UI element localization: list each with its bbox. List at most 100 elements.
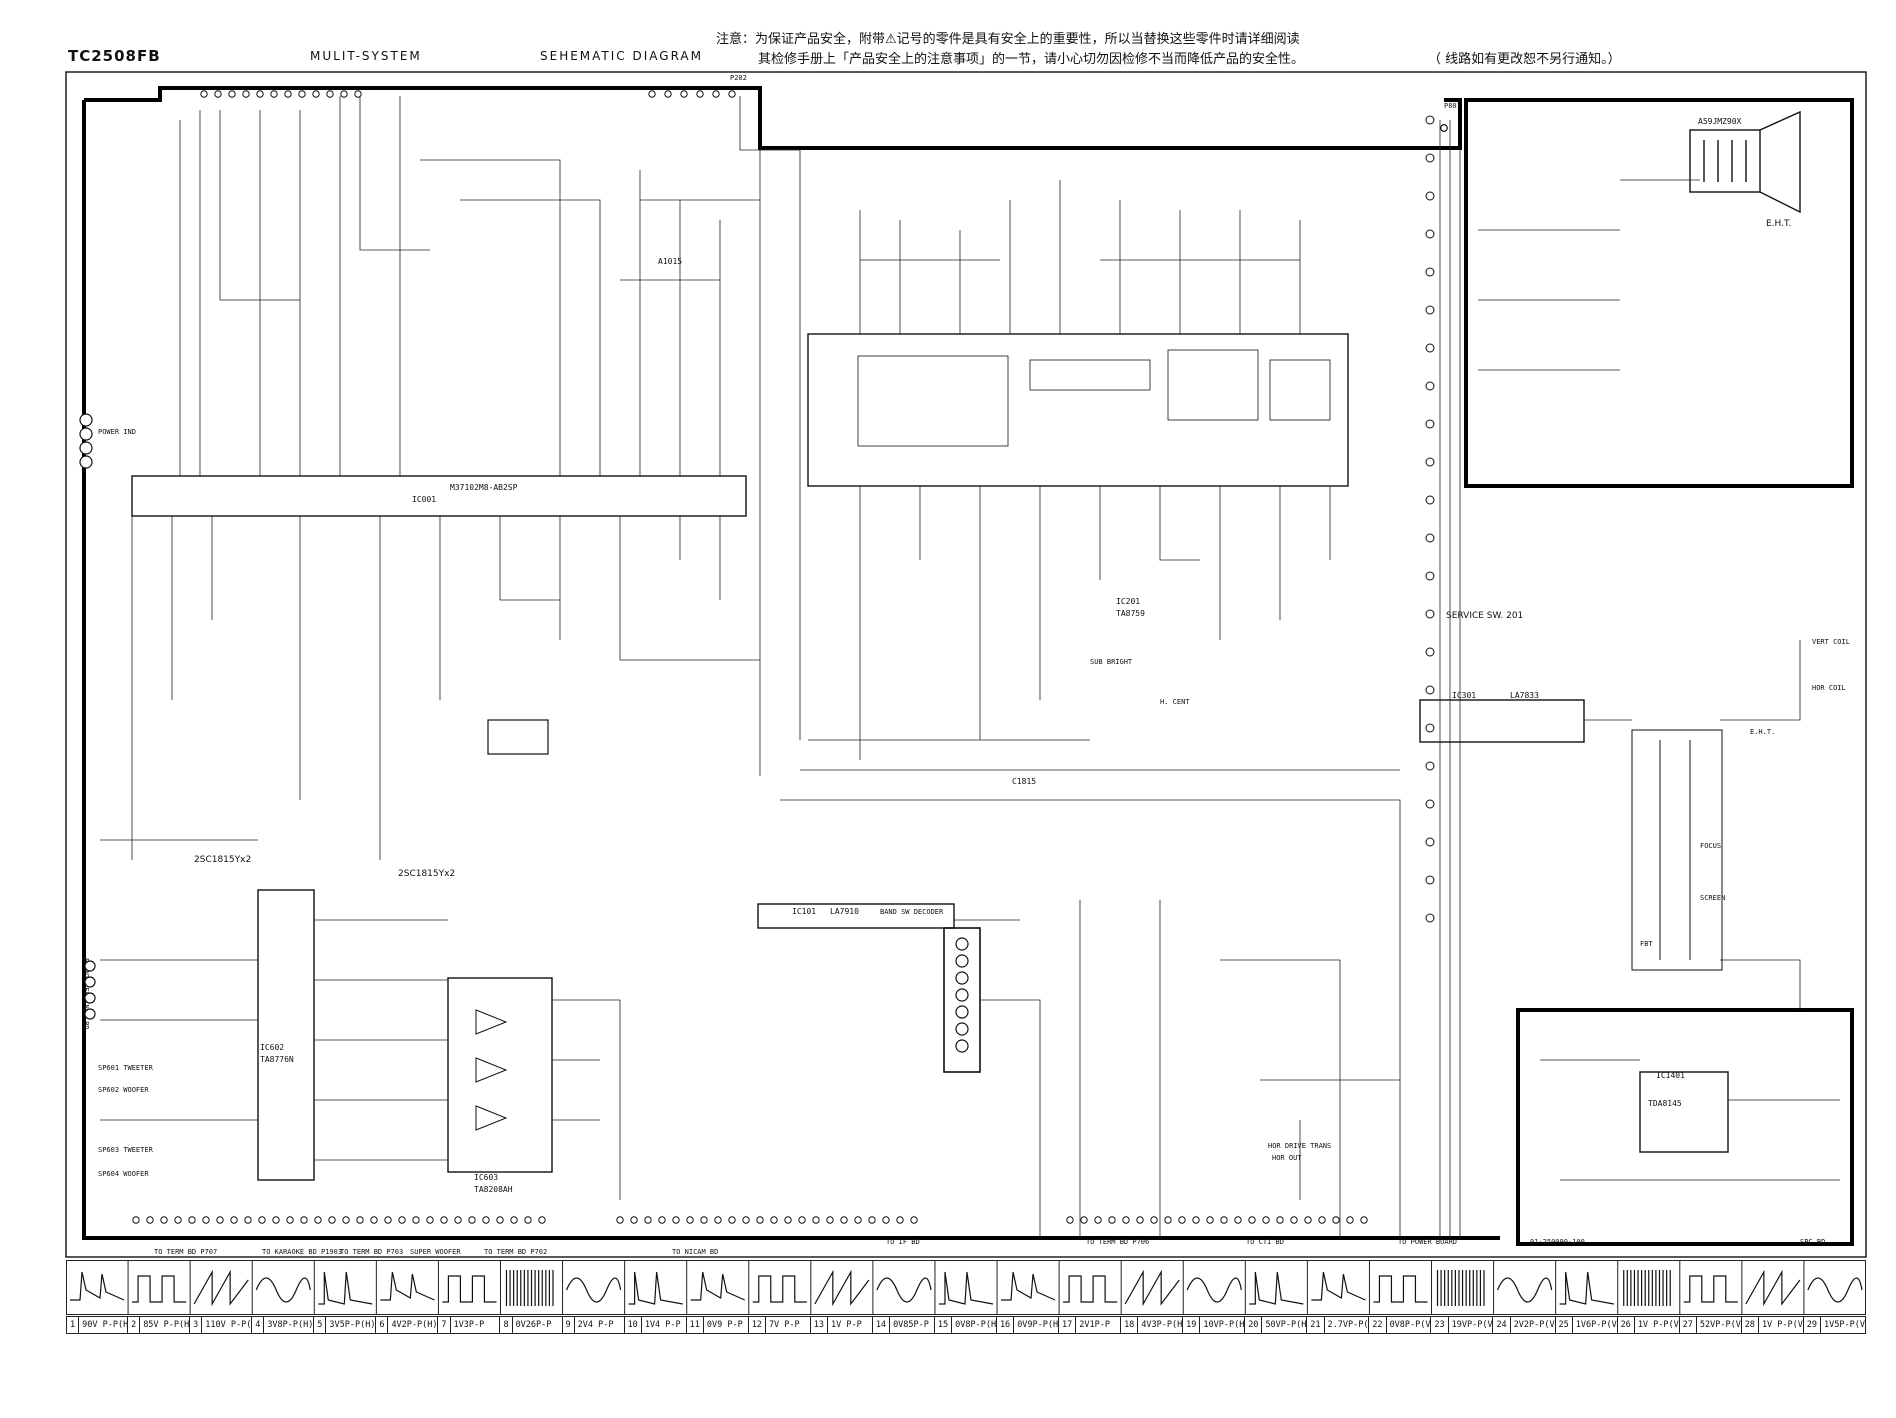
waveform-number: 29 <box>1804 1317 1821 1333</box>
waveform-value: 1V P-P(V) <box>1637 1320 1680 1330</box>
waveform-value: 0V8P-P(H) <box>955 1320 997 1330</box>
ic001-cpu: IC001 M37102M8-AB2SP <box>131 475 747 517</box>
waveform-number: 10 <box>625 1317 642 1333</box>
waveform-value: 0V85P-P <box>893 1320 929 1330</box>
waveform-number: 5 <box>314 1317 327 1333</box>
waveform-label: 212.7VP-P(H) <box>1307 1316 1370 1334</box>
p202-top-label: P202 <box>730 74 747 82</box>
waveform-value: 3V5P-P(H) <box>329 1320 376 1330</box>
ic603-amp: IC603 TA8208AH <box>447 977 553 1194</box>
screen-label: SCREEN <box>1700 894 1725 902</box>
ic602-part: TA8776N <box>260 1055 294 1064</box>
waveform-value: 0V8P-P(V) <box>1389 1320 1432 1330</box>
q601-label: 2SC1815Yx2 <box>194 855 251 865</box>
board-frame <box>65 71 1867 1258</box>
waveform-number: 25 <box>1556 1317 1573 1333</box>
fbt-label: FBT <box>1640 940 1653 948</box>
waveform-number: 23 <box>1431 1317 1449 1333</box>
eht-lead-label: E.H.T. <box>1750 728 1775 736</box>
waveform-number: 28 <box>1742 1317 1759 1333</box>
safety-note-line1: 注意：为保证产品安全，附带⚠记号的零件是具有安全上的重要性，所以当替换这些零件时… <box>716 32 1300 47</box>
waveform-value: 10VP-P(H) <box>1203 1320 1246 1330</box>
waveform-value: 7V P-P <box>768 1320 800 1330</box>
waveform-trace <box>690 1271 746 1301</box>
waveform-trace <box>1373 1275 1428 1303</box>
ic101-ref: IC101 <box>792 907 816 916</box>
waveform-number: 13 <box>811 1317 828 1333</box>
waveform-value: 1V6P-P(V) <box>1575 1320 1618 1330</box>
ic101-decoder: IC101 LA7910 BAND SW DECODER <box>757 903 955 929</box>
waveform-value: 0V9P-P(H) <box>1017 1320 1059 1330</box>
p131-label: TO TERM BD P702 <box>484 1248 547 1256</box>
waveform-trace <box>1186 1277 1242 1303</box>
p603-label: TO TERM BD P707 <box>154 1248 217 1256</box>
waveform-trace <box>255 1277 311 1303</box>
waveform-trace <box>193 1269 249 1307</box>
waveform-number: 20 <box>1245 1317 1263 1333</box>
waveform-number: 8 <box>500 1317 513 1333</box>
wiring <box>100 96 1840 1238</box>
waveform-trace <box>1124 1269 1180 1307</box>
waveform-value: 2V4 P-P <box>577 1320 614 1330</box>
waveform-value: 1V5P-P(V) <box>1824 1320 1866 1330</box>
waveform-number: 19 <box>1183 1317 1201 1333</box>
waveform-number: 11 <box>687 1317 704 1333</box>
diagram-title: SEHEMATIC DIAGRAM <box>540 49 703 63</box>
waveform-number: 22 <box>1369 1317 1387 1333</box>
fbt-transformer <box>1631 729 1723 971</box>
waveform-value: 3V8P-P(H) <box>267 1320 314 1330</box>
waveform-trace <box>1807 1277 1863 1303</box>
waveform-number: 1 <box>67 1317 80 1333</box>
p132-label: TO IF BD <box>886 1238 920 1246</box>
waveform-value: 1V P-P(V) <box>1761 1320 1804 1330</box>
waveform-trace <box>380 1271 435 1301</box>
ic301-part: LA7833 <box>1510 691 1539 700</box>
waveform-value: 2V2P-P(V) <box>1513 1320 1556 1330</box>
ic201-part: TA8759 <box>1116 609 1145 618</box>
sub-bright-label: SUB BRIGHT <box>1090 658 1133 666</box>
front-terminal-label: FRONT TERMINAL BD <box>82 958 90 1030</box>
change-notice: （ 线路如有更改恕不另行通知。） <box>1428 52 1621 67</box>
waveform-value: 1V P-P <box>831 1320 862 1330</box>
waveform-number: 24 <box>1493 1317 1511 1333</box>
ic603-part: TA8208AH <box>474 1185 513 1194</box>
hor-coil-label: HOR COIL <box>1812 684 1846 692</box>
waveform-value: 4V2P-P(H) <box>391 1320 438 1330</box>
sp603-label: SP603 TWEETER <box>98 1146 154 1154</box>
ic301-ref: IC301 <box>1452 691 1476 700</box>
waveform-trace <box>318 1271 373 1305</box>
p205-label: TO TERM BD P706 <box>1086 1238 1149 1246</box>
waveform-trace <box>1436 1270 1485 1306</box>
waveform-value: 52VP-P(V) <box>1699 1320 1742 1330</box>
waveform-value: 90V P-P(H) <box>82 1320 129 1330</box>
power-ind-label: POWER IND <box>98 428 136 436</box>
waveform-trace <box>876 1277 932 1303</box>
band-sw-label: BAND SW DECODER <box>880 908 944 916</box>
service-sw-label: SERVICE SW. 201 <box>1446 611 1523 621</box>
p604-label: TO KARAOKE BD P1903 <box>262 1248 342 1256</box>
a1015-label: A1015 <box>658 257 682 266</box>
waveform-trace <box>1001 1271 1056 1301</box>
model-number: TC2508FB <box>68 47 161 65</box>
p801-label: P801 <box>1444 102 1461 110</box>
p606-label: SUPER WOOFER <box>410 1248 461 1256</box>
